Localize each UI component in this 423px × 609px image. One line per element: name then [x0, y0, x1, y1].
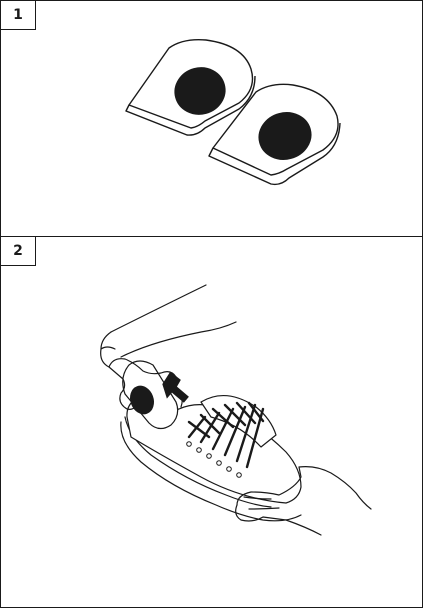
insert-heel-cup-illustration [1, 237, 423, 609]
step-panel-2: 2 [0, 236, 423, 608]
hand-left-image [111, 285, 206, 332]
step-panel-1: 1 [0, 0, 423, 237]
heel-cups-illustration [1, 1, 423, 238]
